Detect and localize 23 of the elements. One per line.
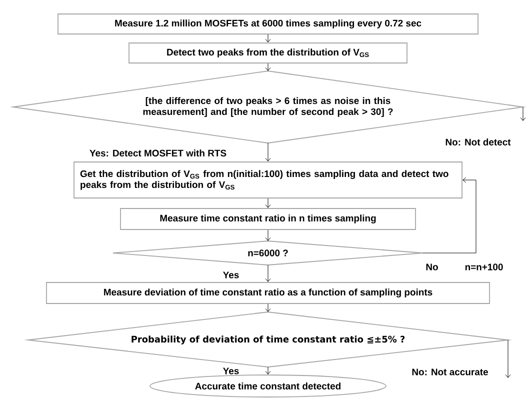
process-box: Measure 1.2 million MOSFETs at 6000 times sampling every 0.72 sec	[58, 14, 478, 34]
arrow	[265, 264, 271, 282]
edge-label: Yes	[223, 272, 239, 278]
arrow	[265, 63, 271, 71]
arrow	[505, 340, 511, 378]
process-box: Detect two peaks from the distribution of V$_{GS}$	[128, 42, 408, 64]
arrow	[520, 106, 526, 121]
edge-label: Yes: Detect MOSFET with RTS	[90, 150, 226, 156]
process-box: Measure time constant ratio in n times sampling	[120, 208, 416, 230]
arrow	[265, 34, 271, 42]
arrow	[265, 366, 271, 374]
edge-label: No: Not accurate	[412, 368, 488, 376]
arrow	[265, 198, 271, 208]
arrow	[265, 304, 271, 312]
arrow	[422, 177, 476, 254]
arrow	[265, 230, 271, 241]
note-label: n=n+100	[465, 264, 503, 270]
arrow	[265, 142, 271, 162]
edge-label: No: Not detect	[446, 138, 511, 146]
edge-label: Yes	[223, 368, 239, 374]
edge-label: No	[426, 264, 438, 270]
process-box: Measure deviation of time constant ratio as a function of sampling points	[46, 282, 490, 304]
process-box: Get the distribution of V$_{GS}$ from n(initial:100) times sampling data and detect two peaks from the distribution of V$_{GS}$	[74, 162, 462, 198]
